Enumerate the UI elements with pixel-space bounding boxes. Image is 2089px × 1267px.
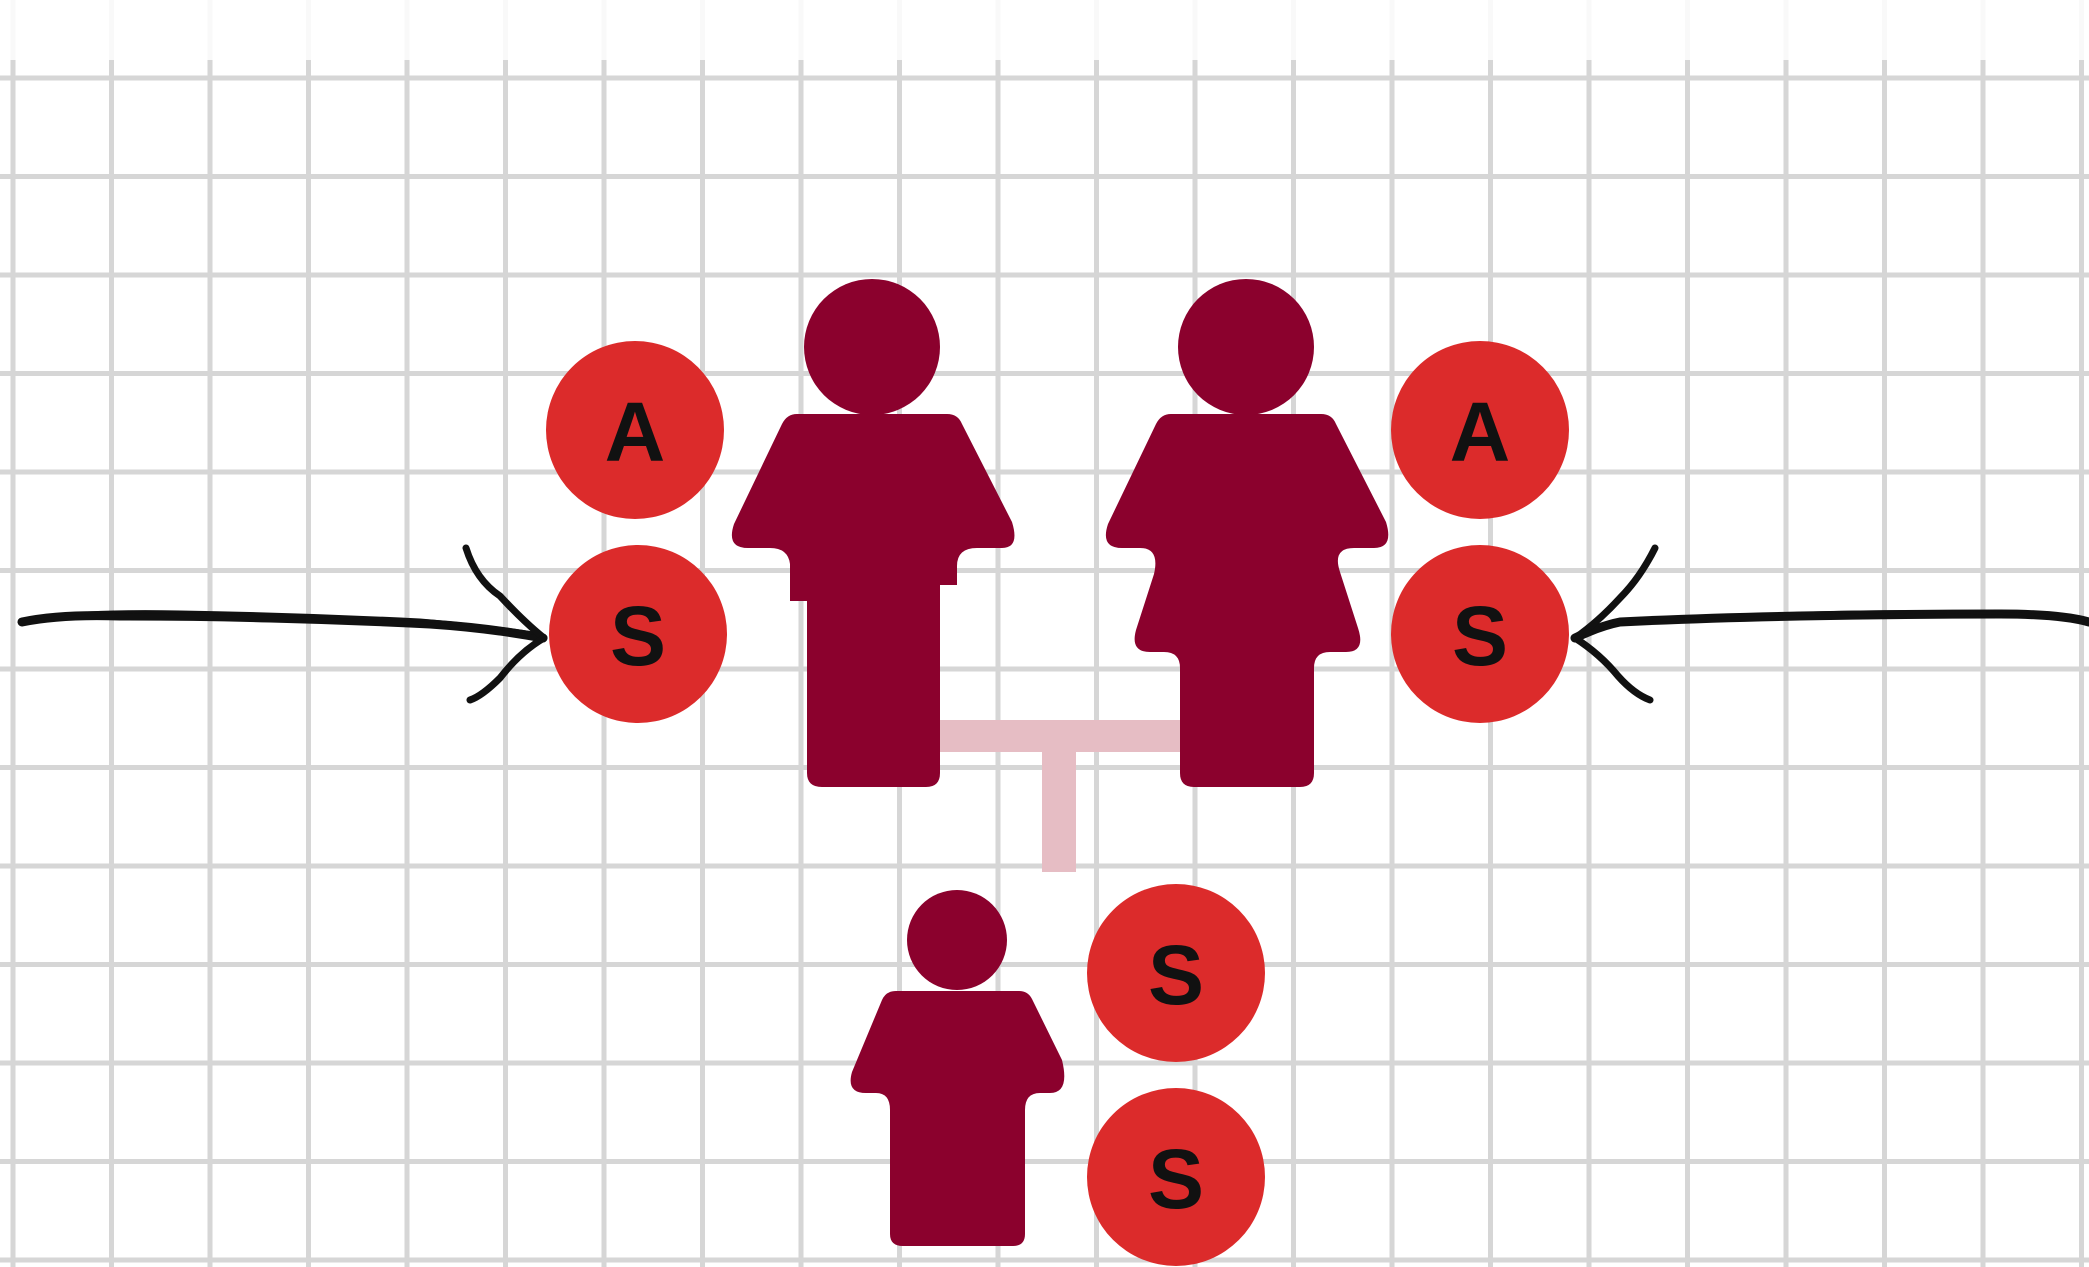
allele-circle [1391,545,1569,723]
parent-right-body [1105,414,1389,787]
right-arrow-shaft [1570,609,2089,643]
allele-letter: S [1148,1132,1204,1226]
allele-circle [1391,341,1569,519]
parent-left-head [804,279,940,415]
connector-horizontal-bar [940,720,1180,752]
allele-circle [546,341,724,519]
child-head [907,890,1007,990]
connector-vertical-bar [1042,752,1076,872]
family-connector [940,720,1180,872]
parent-right-alleles: A S [1391,341,1569,723]
allele-letter: A [605,385,666,479]
parent-left-alleles: A S [546,341,727,723]
right-arrow-head-upper [1571,544,1659,642]
child-alleles: S S [1087,884,1265,1266]
allele-letter: S [610,589,666,683]
allele-badge: A [1391,341,1569,519]
allele-badge: S [549,545,727,723]
arrow-left-icon [1570,544,2089,704]
right-arrow-head-lower [1571,634,1654,704]
arrow-right-icon [17,544,548,704]
left-arrow-head-lower [466,634,548,704]
child-body [850,991,1065,1246]
allele-circle [1087,1088,1265,1266]
left-arrow-head-upper [462,544,548,642]
allele-letter: A [1450,385,1511,479]
parent-left-body [731,414,1015,787]
allele-badge: S [1391,545,1569,723]
parent-right-figure [1105,279,1389,787]
allele-badge: S [1087,884,1265,1062]
right-arrow-shaft-rough [1598,610,2082,628]
allele-badge: A [546,341,724,519]
left-arrow-shaft [17,611,548,643]
allele-circle [549,545,727,723]
left-arrow-shaft-rough [28,610,542,636]
allele-letter: S [1452,589,1508,683]
child-figure [850,890,1065,1246]
allele-circle [1087,884,1265,1062]
allele-badge: S [1087,1088,1265,1266]
paper-top-edge [0,0,2089,60]
allele-letter: S [1148,928,1204,1022]
parent-right-head [1178,279,1314,415]
parent-left-figure [731,279,1015,787]
